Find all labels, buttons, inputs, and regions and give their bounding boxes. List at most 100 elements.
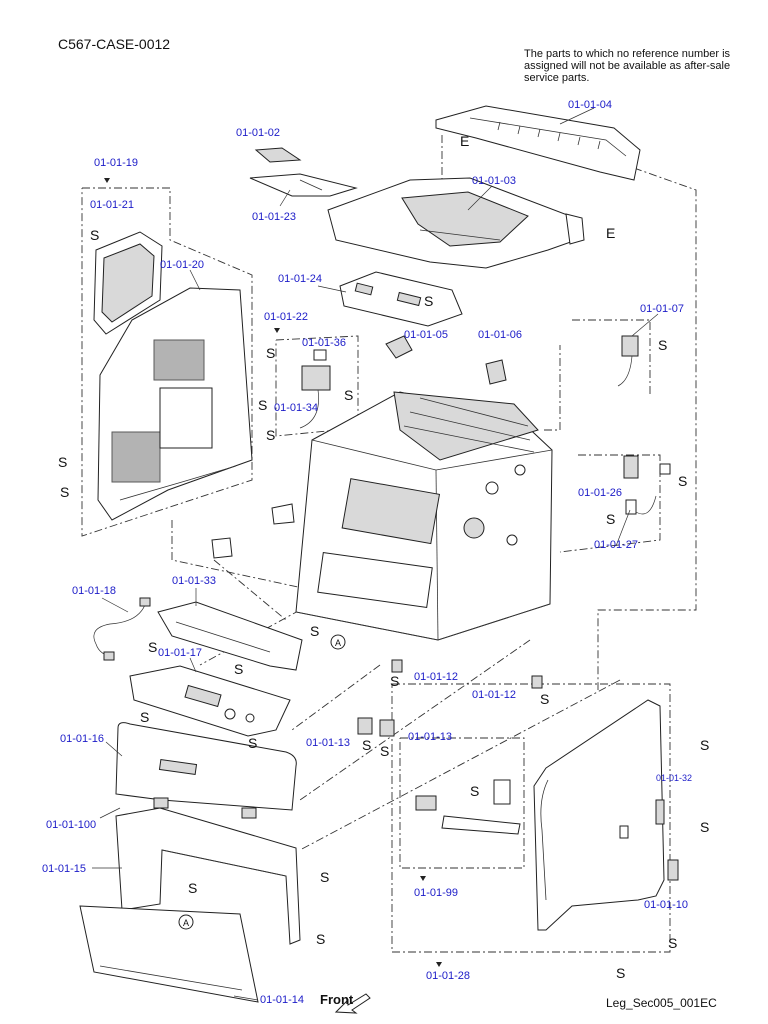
guide-line-6 bbox=[199, 609, 301, 666]
ref-label: 01-01-36 bbox=[302, 337, 346, 349]
boundary-group-22 bbox=[275, 335, 359, 437]
ref-label: 01-01-15 bbox=[42, 863, 86, 875]
group-markers bbox=[104, 178, 442, 967]
foot-01-01-12-right bbox=[531, 675, 543, 689]
ref-label: 01-01-22 bbox=[264, 311, 308, 323]
bottom-panel-01-01-14 bbox=[79, 905, 259, 1003]
screw-symbol: S bbox=[668, 935, 677, 951]
ref-label: 01-01-27 bbox=[594, 539, 638, 551]
part-01-01-05 bbox=[385, 335, 413, 359]
top-cover-01-01-04 bbox=[435, 105, 641, 181]
panel-01-01-23 bbox=[249, 173, 358, 197]
ref-label: 01-01-32 bbox=[656, 773, 692, 783]
screw-symbol: S bbox=[380, 743, 389, 759]
loose-bracket-2 bbox=[211, 537, 233, 559]
boundary-group-28 bbox=[391, 683, 671, 953]
fastener-symbol: E bbox=[606, 225, 615, 241]
main-frame-assembly bbox=[295, 391, 553, 641]
screw-symbol: S bbox=[310, 623, 319, 639]
foot-01-01-13-right bbox=[379, 719, 395, 737]
ref-label: 01-01-24 bbox=[278, 273, 322, 285]
screw-symbol: S bbox=[470, 783, 479, 799]
fastener-symbol: E bbox=[460, 133, 469, 149]
svg-text:A: A bbox=[183, 918, 189, 928]
ref-label: 01-01-33 bbox=[172, 575, 216, 587]
bracket-01-01-99 bbox=[415, 779, 521, 835]
ref-label: 01-01-05 bbox=[404, 329, 448, 341]
ref-label: 01-01-23 bbox=[252, 211, 296, 223]
service-parts-note: The parts to which no reference number i… bbox=[524, 48, 731, 84]
switch-01-01-26 bbox=[623, 455, 671, 515]
ref-label: 01-01-07 bbox=[640, 303, 684, 315]
ref-label: 01-01-14 bbox=[260, 994, 304, 1006]
ref-label: 01-01-06 bbox=[478, 329, 522, 341]
boundary-group-99 bbox=[399, 737, 525, 869]
screw-symbol: S bbox=[140, 709, 149, 725]
front-cover-01-01-16 bbox=[115, 722, 297, 819]
boundary-group-19 bbox=[81, 187, 253, 537]
ref-label: 01-01-19 bbox=[94, 157, 138, 169]
screw-symbol: S bbox=[362, 737, 371, 753]
guide-line-4 bbox=[559, 454, 661, 553]
circle-marker-lower: A bbox=[178, 914, 194, 930]
ref-label: 01-01-18 bbox=[72, 585, 116, 597]
document-title: C567-CASE-0012 bbox=[58, 36, 171, 52]
screw-symbol: S bbox=[234, 661, 243, 677]
ref-label: 01-01-13 bbox=[306, 737, 350, 749]
side-cover-01-01-20 bbox=[97, 287, 253, 521]
foot-01-01-13-left bbox=[357, 717, 373, 735]
screw-symbol: S bbox=[266, 345, 275, 361]
screw-symbol: S bbox=[540, 691, 549, 707]
screw-symbol: S bbox=[678, 473, 687, 489]
screw-symbol: S bbox=[700, 819, 709, 835]
footer-code: Leg_Sec005_001EC bbox=[606, 996, 717, 1010]
screw-symbol: S bbox=[266, 427, 275, 443]
leader-lines bbox=[92, 107, 659, 1001]
frame-01-01-15 bbox=[115, 807, 301, 945]
tray-cover-01-01-03 bbox=[327, 177, 585, 269]
ref-label: 01-01-03 bbox=[472, 175, 516, 187]
ref-label: 01-01-34 bbox=[274, 402, 318, 414]
ref-label: 01-01-28 bbox=[426, 970, 470, 982]
loose-bracket-1 bbox=[271, 503, 295, 525]
foot-01-01-12-left bbox=[391, 659, 403, 673]
side-panel-01-01-21 bbox=[93, 231, 163, 335]
guide-line-10 bbox=[213, 559, 287, 621]
ref-label: 01-01-12 bbox=[414, 671, 458, 683]
screw-symbol: S bbox=[258, 397, 267, 413]
reference-labels: 01-01-04 01-01-02 01-01-03 01-01-23 01-0… bbox=[42, 99, 692, 1007]
screw-symbol: S bbox=[248, 735, 257, 751]
ref-label: 01-01-13 bbox=[408, 731, 452, 743]
screw-symbol: S bbox=[658, 337, 667, 353]
screw-symbol: S bbox=[424, 293, 433, 309]
ref-label: 01-01-10 bbox=[644, 899, 688, 911]
ref-label: 01-01-04 bbox=[568, 99, 612, 111]
ref-label: 01-01-12 bbox=[472, 689, 516, 701]
ref-label: 01-01-17 bbox=[158, 647, 202, 659]
ref-label: 01-01-26 bbox=[578, 487, 622, 499]
cable-01-01-18 bbox=[93, 597, 151, 661]
screw-symbol: S bbox=[700, 737, 709, 753]
screw-symbol: S bbox=[60, 484, 69, 500]
guide-line-8 bbox=[299, 639, 531, 801]
part-01-01-06 bbox=[485, 359, 507, 385]
screw-symbols: S S S S S S S S S S S S S S S S S S S S … bbox=[58, 133, 709, 981]
screw-symbol: S bbox=[390, 673, 399, 689]
ref-label: 01-01-99 bbox=[414, 887, 458, 899]
ref-label: 01-01-02 bbox=[236, 127, 280, 139]
switch-01-01-07 bbox=[617, 335, 639, 387]
guide-line-5 bbox=[171, 520, 313, 591]
screw-symbol: S bbox=[90, 227, 99, 243]
screw-symbol: S bbox=[316, 931, 325, 947]
guide-line-9 bbox=[299, 679, 621, 851]
svg-text:A: A bbox=[335, 638, 341, 648]
guide-line-11 bbox=[544, 345, 561, 431]
screw-symbol: S bbox=[188, 880, 197, 896]
guide-line-2 bbox=[597, 167, 697, 690]
guide-line-7 bbox=[291, 664, 381, 731]
bracket-01-01-33 bbox=[157, 601, 303, 671]
ref-label: 01-01-16 bbox=[60, 733, 104, 745]
front-arrow-icon bbox=[334, 993, 371, 1014]
